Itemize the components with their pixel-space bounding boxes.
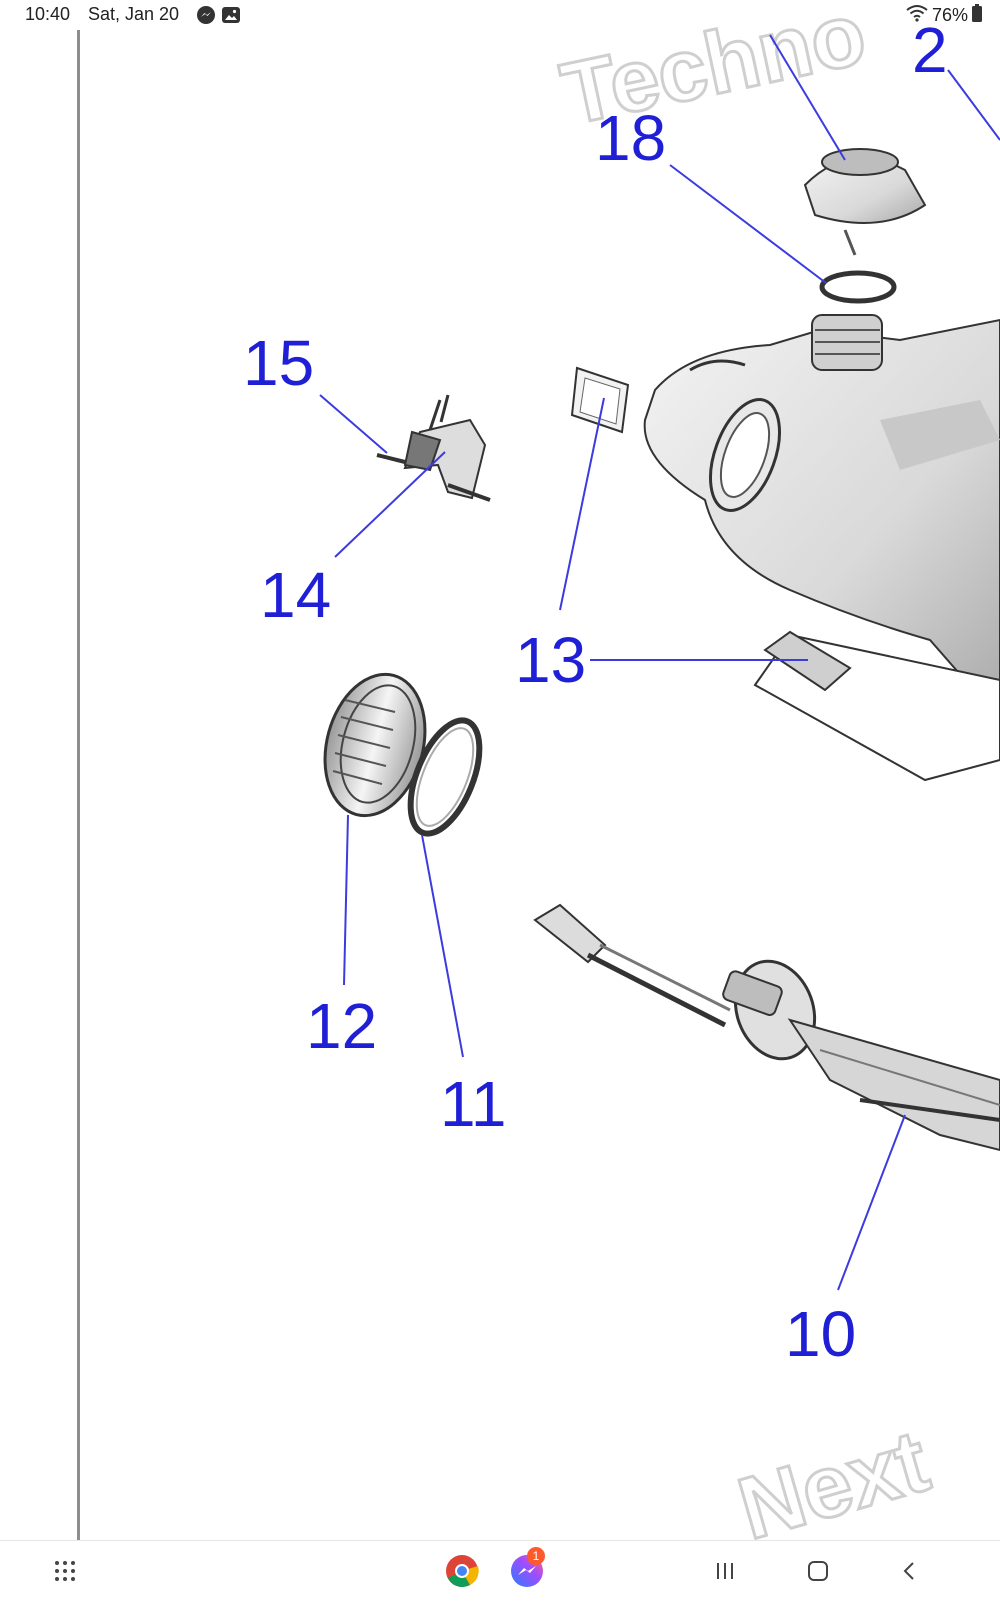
back-button[interactable] <box>890 1551 930 1591</box>
label-plate <box>570 366 1000 782</box>
wifi-icon <box>906 4 928 27</box>
callout-18: 18 <box>595 102 666 174</box>
status-right: 76% <box>906 4 982 27</box>
battery-percent: 76% <box>931 5 968 25</box>
chrome-icon[interactable] <box>442 1551 482 1591</box>
fuel-pump <box>533 903 1000 1152</box>
gasket-inner <box>415 727 475 827</box>
recents-button[interactable] <box>705 1551 745 1591</box>
status-date: Sat, Jan 20 <box>88 4 180 24</box>
callout-12: 12 <box>306 990 377 1062</box>
leader-lines <box>319 34 1000 1291</box>
callout-10: 10 <box>785 1298 856 1370</box>
lock-ring-part <box>323 672 427 818</box>
watermark-next: Next <box>728 1411 939 1559</box>
callout-11: 11 <box>440 1068 506 1140</box>
callout-14: 14 <box>260 559 331 631</box>
messenger-icon <box>196 5 216 25</box>
gallery-icon <box>221 5 241 25</box>
bracket-part <box>376 394 491 502</box>
callout-15: 15 <box>243 327 314 399</box>
home-button[interactable] <box>798 1551 838 1591</box>
callout-13: 13 <box>515 624 586 696</box>
fuel-tank <box>643 314 1000 722</box>
status-bar: 10:40 Sat, Jan 20 76% <box>0 0 1000 30</box>
status-time: 10:40 <box>25 4 71 24</box>
image-viewer[interactable] <box>0 30 1000 1540</box>
navigation-bar: 1 <box>0 1540 1000 1601</box>
fuel-cap <box>803 148 927 256</box>
messenger-badge: 1 <box>527 1547 545 1565</box>
gasket-part <box>407 717 483 837</box>
app-drawer-icon[interactable] <box>45 1551 85 1591</box>
o-ring-part <box>819 270 897 304</box>
battery-icon <box>972 4 982 27</box>
callout-2: 2 <box>912 14 948 86</box>
viewer-left-edge <box>77 30 80 1540</box>
